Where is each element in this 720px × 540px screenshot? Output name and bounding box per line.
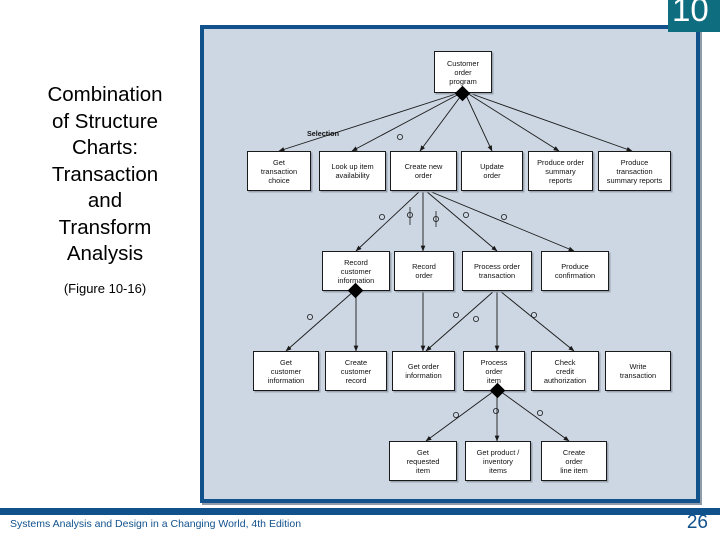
figure-caption: (Figure 10-16): [63, 280, 147, 296]
chapter-number: 10: [672, 0, 709, 28]
node-write-transaction[interactable]: Write transaction: [605, 351, 671, 391]
node-create-order-line-item[interactable]: Create order line item: [541, 441, 607, 481]
footer-rule: [0, 508, 720, 515]
node-create-customer-record[interactable]: Create customer record: [325, 351, 387, 391]
node-look-up-item-availability[interactable]: Look up item availability: [319, 151, 386, 191]
edge-label-selection: Selection: [307, 129, 339, 138]
node-get-requested-item[interactable]: Get requested item: [389, 441, 457, 481]
node-create-new-order[interactable]: Create new order: [390, 151, 457, 191]
node-check-credit-authorization[interactable]: Check credit authorization: [531, 351, 599, 391]
page-number: 26: [686, 512, 708, 533]
node-produce-transaction-summary-reports[interactable]: Produce transaction summary reports: [598, 151, 671, 191]
node-record-order[interactable]: Record order: [394, 251, 454, 291]
node-produce-order-summary-reports[interactable]: Produce order summary reports: [528, 151, 593, 191]
node-produce-confirmation[interactable]: Produce confirmation: [541, 251, 609, 291]
node-update-order[interactable]: Update order: [461, 151, 523, 191]
footer-text: Systems Analysis and Design in a Changin…: [10, 518, 302, 530]
structure-chart-edges: [278, 92, 633, 442]
node-get-order-information[interactable]: Get order information: [392, 351, 455, 391]
structure-chart-panel: Customer order program Get transaction c…: [200, 25, 700, 503]
chapter-marker-block: [668, 0, 720, 32]
node-process-order-transaction[interactable]: Process order transaction: [462, 251, 532, 291]
page-title: Combination of Structure Charts: Transac…: [47, 83, 163, 265]
node-get-transaction-choice[interactable]: Get transaction choice: [247, 151, 311, 191]
node-get-customer-information[interactable]: Get customer information: [253, 351, 319, 391]
slide-title-block: Combination of Structure Charts: Transac…: [10, 82, 200, 296]
node-get-product-inventory-items[interactable]: Get product / inventory items: [465, 441, 531, 481]
